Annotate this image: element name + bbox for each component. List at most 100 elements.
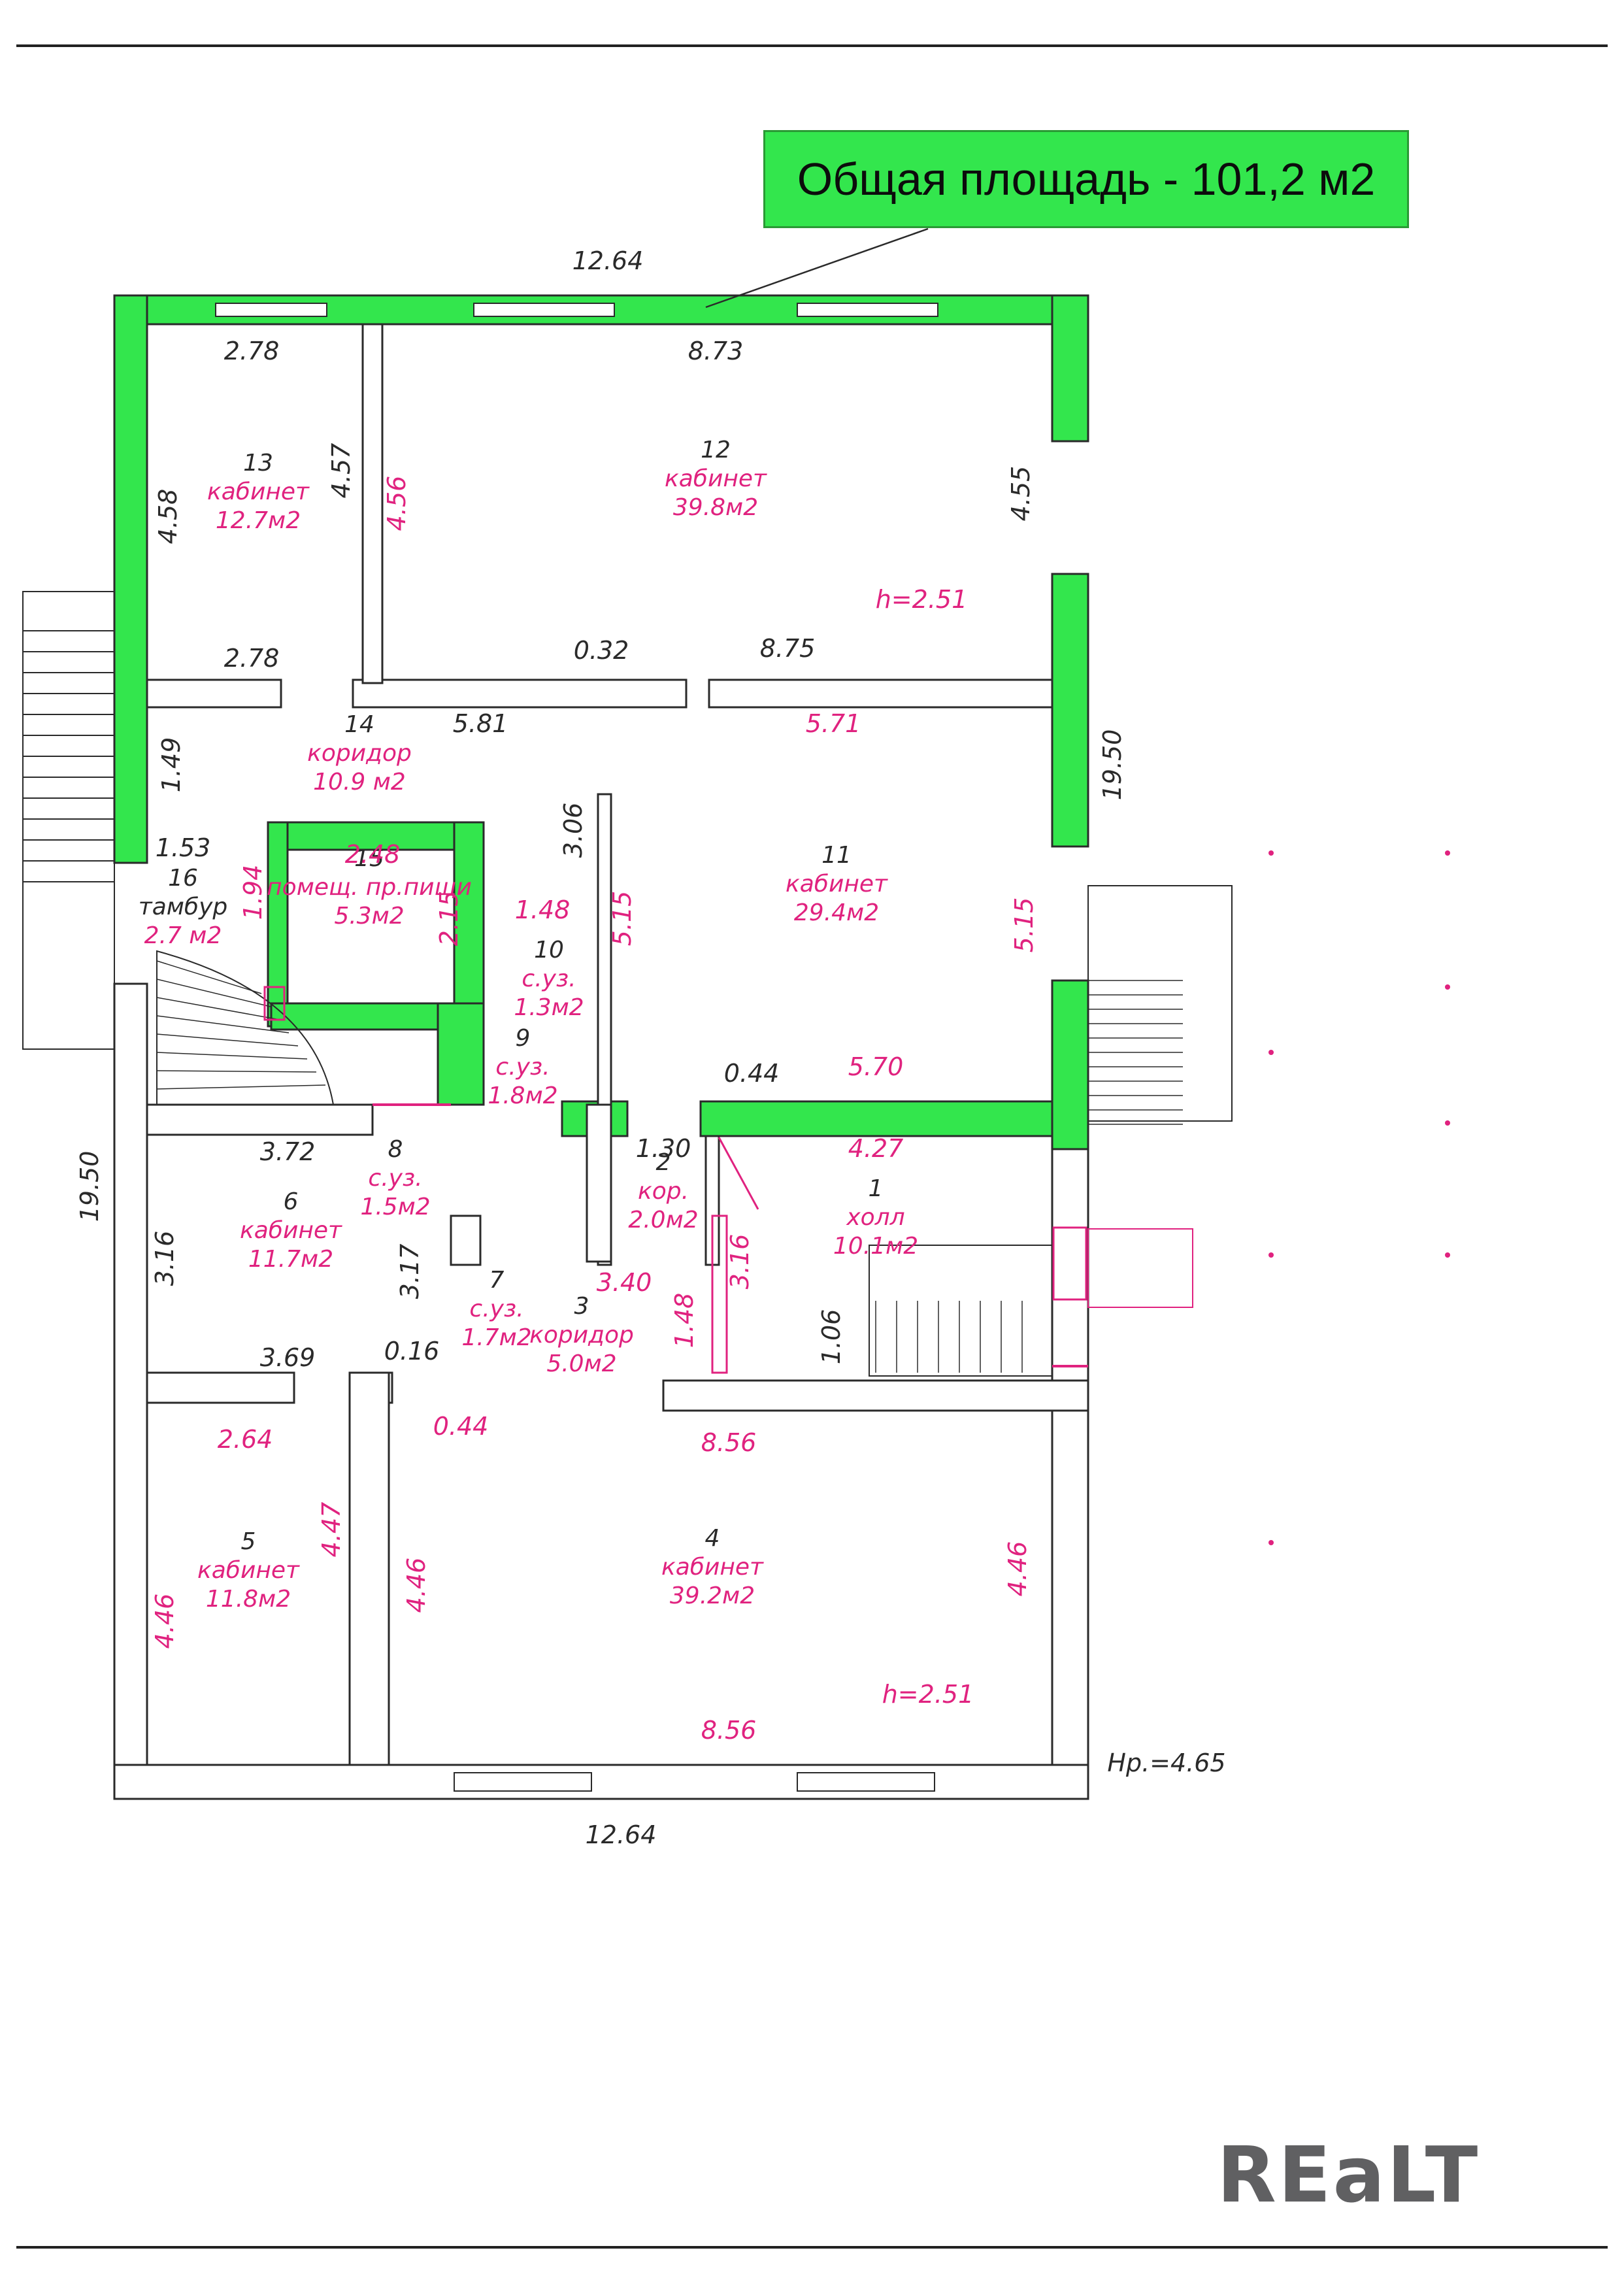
dimension-label: 8.75: [760, 634, 816, 663]
wall-segment: [352, 678, 688, 709]
room-name: кабинет: [240, 1217, 342, 1244]
dimension-label: 2.78: [224, 337, 280, 365]
stair-tread: [156, 979, 271, 1007]
room-area: 12.7м2: [216, 507, 301, 534]
dimension-label: 4.47: [317, 1502, 346, 1558]
dimension-label: 4.57: [327, 443, 356, 499]
room-number: 3: [574, 1293, 589, 1320]
room-area: 1.8м2: [488, 1082, 557, 1109]
dimension-label: 4.27: [848, 1134, 904, 1163]
banner-leader: [705, 227, 929, 309]
window: [454, 1772, 592, 1792]
window: [473, 303, 615, 317]
dimension-label: 8.56: [701, 1428, 757, 1457]
dimension-label: 5.70: [848, 1052, 904, 1081]
wall-segment: [113, 982, 148, 1800]
wall-segment: [348, 1371, 390, 1766]
stair-outline: [869, 1245, 1053, 1377]
room-label: 9с.уз.1.8м2: [488, 1025, 557, 1109]
wall-segment: [146, 1103, 374, 1136]
room-area: 29.4м2: [794, 899, 879, 926]
dimension-label: 1.48: [670, 1293, 699, 1349]
room-name: кабинет: [665, 465, 767, 492]
room-name: с.уз.: [495, 1054, 550, 1080]
dimension-label: 2.15: [435, 891, 463, 946]
dimension-label: 3.40: [597, 1268, 652, 1297]
window: [797, 303, 938, 317]
wall-segment: [1051, 979, 1089, 1150]
window: [215, 303, 327, 317]
room-number: 11: [821, 842, 852, 869]
wall-segment: [113, 294, 148, 864]
room-area: 11.8м2: [206, 1586, 291, 1613]
room-number: 7: [489, 1267, 505, 1294]
dimension-label: 1.94: [239, 865, 267, 920]
room-number: 14: [344, 711, 374, 738]
dimension-label: 4.58: [154, 489, 182, 544]
bottom-rule: [16, 2246, 1608, 2249]
dimension-label: 2.48: [345, 840, 401, 869]
dimension-label: 4.56: [382, 476, 411, 531]
dimension-label: 0.44: [433, 1412, 489, 1441]
room-number: 15: [354, 845, 384, 872]
marker-dot: [1445, 1120, 1450, 1126]
marker-dot: [1268, 1540, 1274, 1545]
dimension-label: 4.46: [150, 1594, 179, 1649]
room-name: тамбур: [139, 894, 228, 920]
dimension-label: 12.64: [572, 246, 644, 275]
wall-segment: [146, 678, 282, 709]
dimension-label: 8.73: [688, 337, 744, 365]
stairs-and-fixtures: [22, 227, 1450, 1545]
room-name: коридор: [307, 740, 412, 767]
wall-segment: [113, 1764, 1089, 1800]
room-number: 10: [534, 937, 564, 963]
fixture: [263, 986, 286, 1021]
room-name: кор.: [638, 1178, 689, 1205]
room-number: 13: [243, 450, 273, 477]
room-name: с.уз.: [368, 1165, 422, 1192]
partition: [711, 1215, 728, 1374]
dimension-label: Нр.=4.65: [1107, 1749, 1225, 1777]
window: [797, 1772, 935, 1792]
stair-tread: [156, 997, 280, 1020]
marker-dot: [1445, 850, 1450, 856]
room-area: 10.1м2: [833, 1233, 918, 1260]
dimension-label: 2.64: [218, 1425, 273, 1454]
door-swing: [718, 1137, 759, 1210]
wall-segment: [146, 1371, 295, 1404]
room-area: 39.2м2: [670, 1583, 755, 1609]
room-name: кабинет: [786, 871, 888, 897]
dimension-label: 1.53: [156, 833, 211, 862]
marker-dot: [1445, 984, 1450, 990]
stair-tread: [156, 1084, 326, 1090]
dimension-label: 0.16: [384, 1337, 440, 1365]
marker-dot: [1268, 1050, 1274, 1055]
walls: [113, 294, 1089, 1800]
dimension-label: 3.17: [395, 1244, 424, 1299]
dimension-label: 3.16: [725, 1234, 754, 1290]
dimension-label: 2.78: [224, 644, 280, 673]
room-area: 2.7 м2: [144, 922, 222, 949]
dimension-label: 5.71: [806, 709, 861, 738]
room-name: кабинет: [197, 1557, 300, 1584]
stair-outline: [1087, 885, 1233, 1122]
dimension-label: 0.32: [574, 636, 629, 665]
wall-segment: [1051, 294, 1089, 443]
dimension-label: 4.55: [1006, 466, 1035, 522]
room-number: 12: [701, 437, 731, 463]
room-name: кабинет: [207, 478, 310, 505]
stair-tread: [156, 1015, 290, 1033]
dimension-label: h=2.51: [882, 1680, 974, 1709]
dimension-label: 3.69: [260, 1343, 316, 1372]
wall-segment: [699, 1100, 1053, 1137]
